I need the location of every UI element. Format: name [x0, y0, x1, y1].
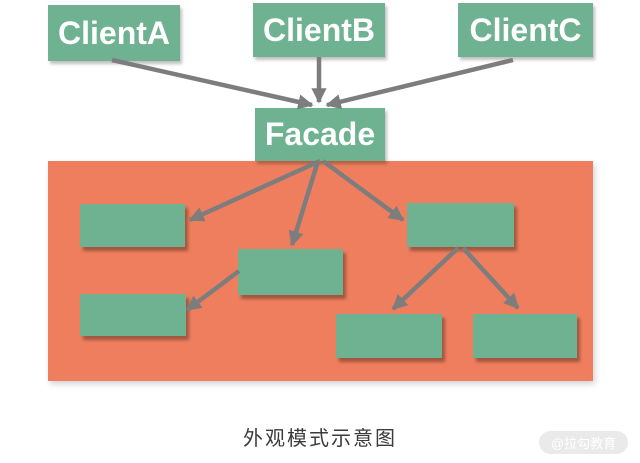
edge-clientC-facade	[325, 57, 514, 110]
watermark-text: @拉勾教育	[550, 436, 617, 451]
node-clientA-label: ClientA	[58, 14, 170, 51]
node-clientB: ClientB	[253, 3, 385, 57]
node-sub4	[80, 294, 186, 336]
node-sub5	[336, 314, 442, 358]
node-facade-label: Facade	[264, 116, 376, 152]
node-clientA: ClientA	[48, 5, 180, 61]
node-sub3	[407, 203, 514, 247]
node-sub6	[473, 314, 577, 358]
node-sub2	[238, 249, 343, 295]
diagram-caption: 外观模式示意图	[243, 428, 397, 450]
node-clientB-label: ClientB	[263, 11, 375, 48]
node-facade: Facade	[255, 108, 385, 161]
node-clientC: ClientC	[458, 3, 593, 57]
node-sub1	[80, 204, 185, 247]
node-clientC-label: ClientC	[469, 11, 582, 48]
edge-clientA-facade	[111, 57, 314, 110]
watermark-badge: @拉勾教育	[539, 431, 628, 454]
